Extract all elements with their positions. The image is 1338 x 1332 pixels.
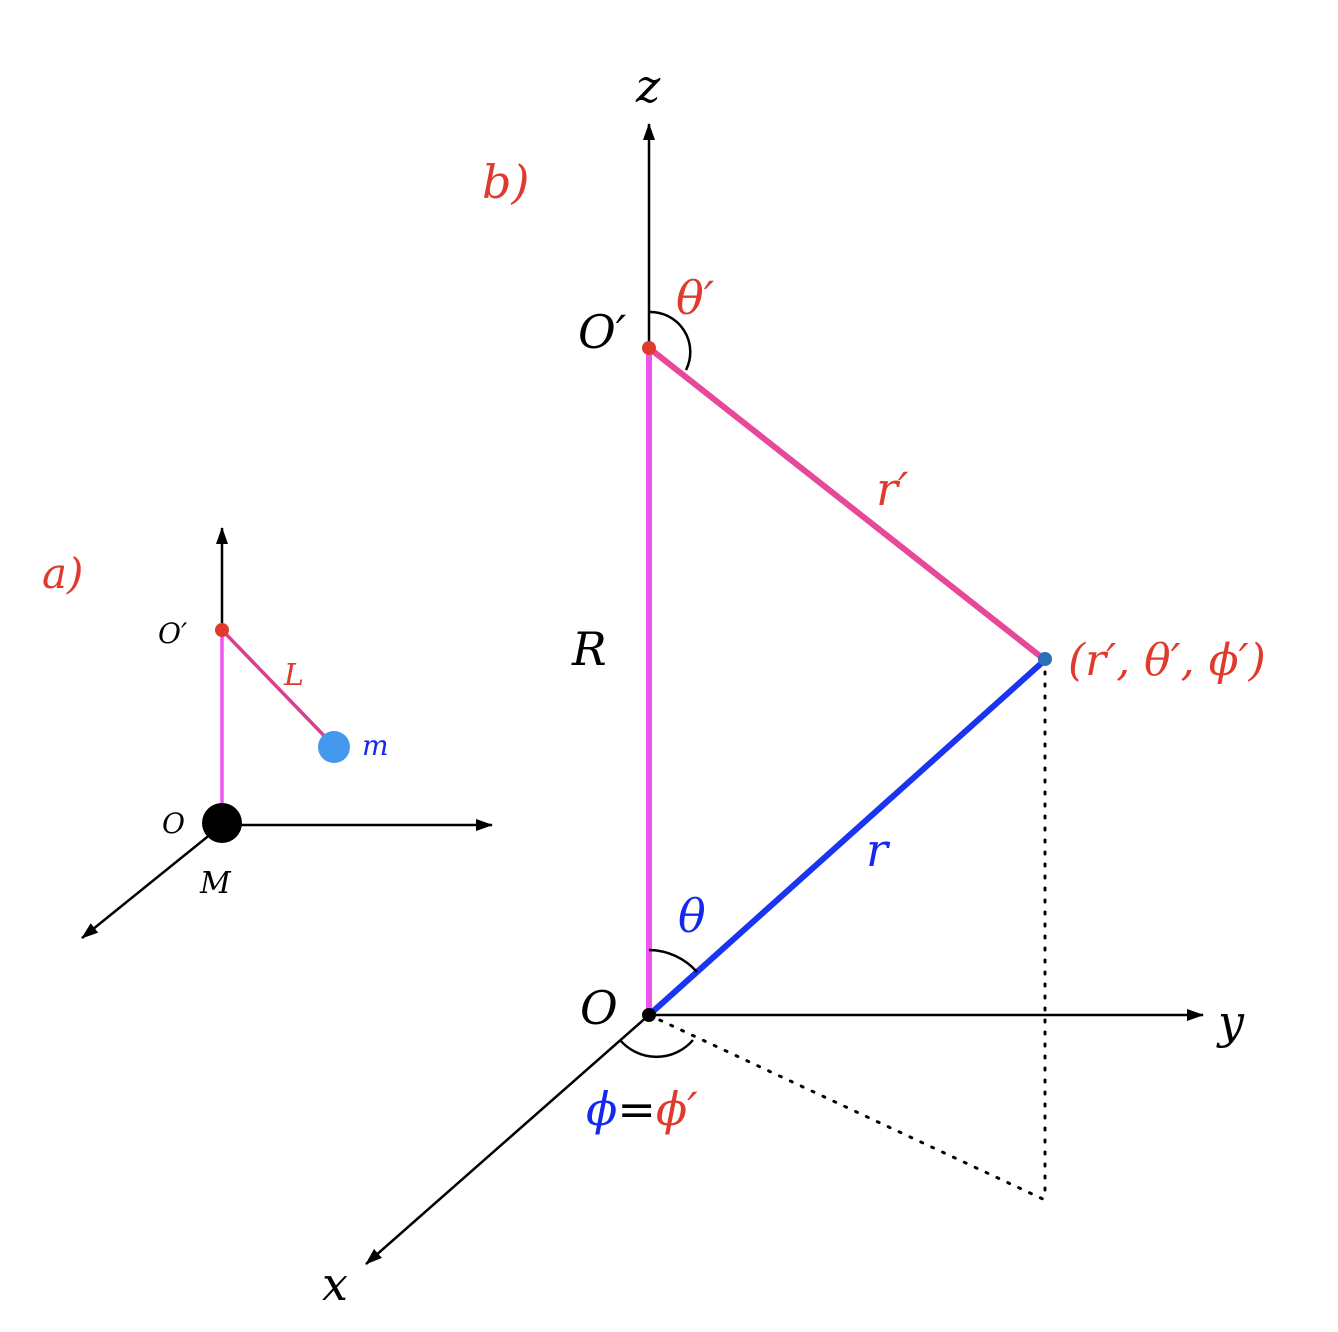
- panel-a-x-axis: [81, 824, 223, 939]
- panel-b-label-r: r: [866, 823, 891, 877]
- panel-b-tag: b): [482, 155, 529, 209]
- panel-b-label-theta: θ: [678, 889, 706, 943]
- panel-b-target-point: [1038, 652, 1052, 666]
- panel-b-label-r-prime: r′: [876, 462, 909, 516]
- panel-a-pendulum-string: [220, 628, 335, 747]
- panel-a: a) O′ O L m M: [42, 527, 493, 939]
- panel-b-axis-x-label: x: [322, 1257, 348, 1311]
- panel-b-label-R: R: [571, 622, 607, 676]
- panel-a-tag: a): [42, 549, 83, 598]
- panel-b-r-prime-segment: [647, 345, 1047, 663]
- panel-b-phi-arc: [619, 1039, 694, 1058]
- panel-a-label-O: O: [162, 807, 185, 840]
- panel-b: b) z y x O′ O R r′ r θ′ θ: [322, 59, 1266, 1311]
- panel-a-mass-m: [318, 731, 350, 763]
- panel-b-theta-prime-arc: [648, 310, 692, 371]
- panel-b-origin-point: [642, 1008, 656, 1022]
- panel-b-phi-equation: ϕ=ϕ′: [586, 1082, 698, 1136]
- panel-b-r-segment: [646, 657, 1048, 1018]
- panel-b-theta-arc: [648, 948, 698, 973]
- panel-b-axis-y-label: y: [1216, 995, 1245, 1049]
- panel-b-ground-projection: [647, 1013, 1047, 1202]
- panel-b-point-label: (r′, θ′, ϕ′): [1068, 635, 1266, 686]
- equals-sign: =: [617, 1082, 656, 1136]
- panel-b-label-O: O: [580, 981, 618, 1035]
- panel-b-O-prime-point: [642, 341, 656, 355]
- phi-symbol: ϕ: [586, 1082, 617, 1136]
- panel-a-label-M: M: [199, 866, 232, 901]
- panel-b-label-O-prime: O′: [578, 305, 627, 359]
- panel-a-label-L: L: [283, 658, 304, 693]
- panel-b-axis-z-label: z: [635, 59, 661, 113]
- phi-prime-symbol: ϕ′: [656, 1082, 698, 1136]
- panel-a-mass-M: [202, 803, 242, 843]
- panel-b-label-theta-prime: θ′: [676, 271, 715, 325]
- panel-a-pivot-point: [215, 623, 229, 637]
- panel-b-x-axis: [365, 1014, 650, 1265]
- panel-a-label-O-prime: O′: [158, 617, 188, 650]
- panel-a-label-m: m: [362, 729, 389, 762]
